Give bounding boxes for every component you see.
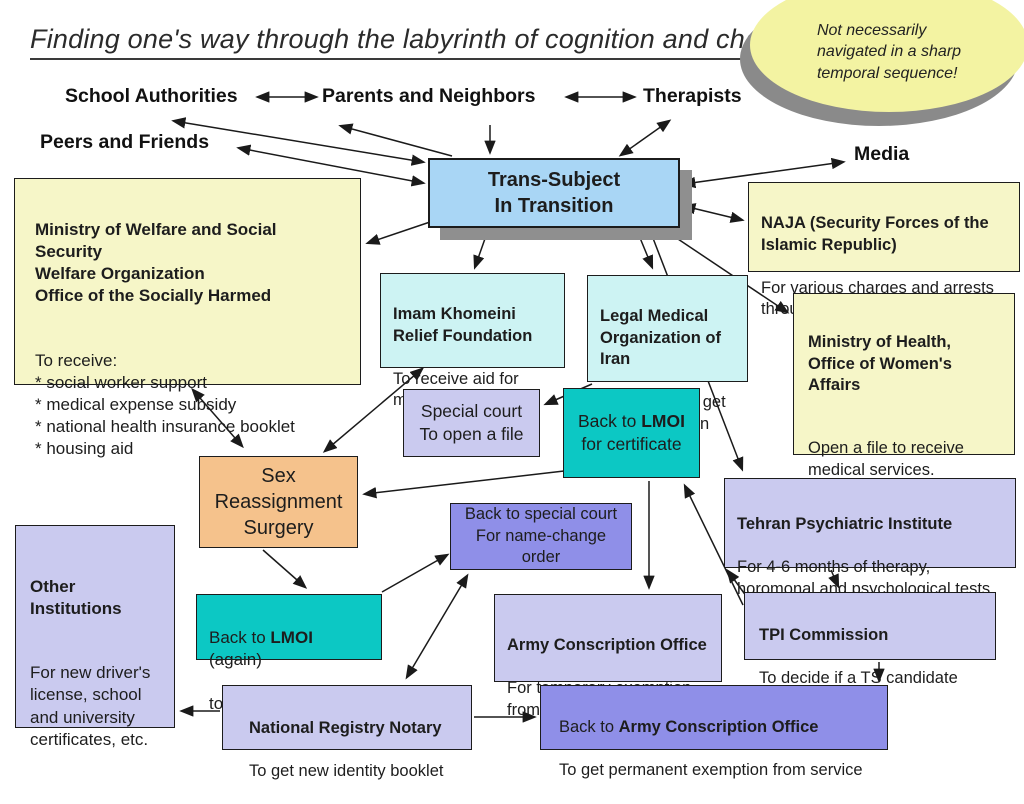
node-back-lmoi-again: Back to LMOI (again) to get confirmation bbox=[196, 594, 382, 713]
node-special-court-label: Special court To open a file bbox=[419, 401, 524, 444]
arrow bbox=[683, 483, 744, 606]
arrow bbox=[338, 123, 453, 157]
node-tpi-commission-title: TPI Commission bbox=[759, 626, 889, 645]
arrow bbox=[473, 232, 488, 270]
node-national-registry-notary: National Registry Notary To get new iden… bbox=[222, 685, 472, 780]
node-sex-reassignment-surgery: Sex Reassignment Surgery bbox=[199, 456, 358, 548]
arrow bbox=[365, 221, 431, 245]
arrow bbox=[681, 203, 745, 223]
node-ministry-welfare-title: Ministry of Welfare and Social Security … bbox=[35, 220, 277, 306]
node-back-lmoi-again-line1: Back to LMOI (again) bbox=[209, 628, 313, 670]
node-nrn-title: National Registry Notary bbox=[249, 719, 442, 738]
node-other-institutions-body: For new driver's license, school and uni… bbox=[30, 663, 151, 749]
arrow bbox=[668, 232, 790, 314]
page-title: Finding one's way through the labyrinth … bbox=[30, 24, 806, 60]
node-moh-title: Ministry of Health, Office of Women's Af… bbox=[808, 333, 952, 395]
node-naja: NAJA (Security Forces of the Islamic Rep… bbox=[748, 182, 1020, 318]
node-back-special-court: Back to special court For name-change or… bbox=[450, 503, 632, 570]
node-legal-medical-org: Legal Medical Organization of Iran Open … bbox=[587, 275, 748, 433]
node-back-special-court-label: Back to special court For name-change or… bbox=[464, 505, 618, 567]
arrow bbox=[262, 549, 308, 589]
label-parents-neighbors: Parents and Neighbors bbox=[322, 85, 536, 107]
arrow bbox=[362, 470, 565, 499]
arrow bbox=[681, 157, 846, 189]
node-trans-subject-label: Trans-Subject In Transition bbox=[487, 169, 621, 217]
node-trans-subject: Trans-Subject In Transition bbox=[428, 158, 680, 228]
label-school-authorities: School Authorities bbox=[65, 85, 238, 107]
node-naja-title: NAJA (Security Forces of the Islamic Rep… bbox=[761, 214, 989, 254]
node-ministry-welfare-body: To receive: * social worker support * me… bbox=[35, 350, 295, 458]
node-ikrf-title: Imam Khomeini Relief Foundation bbox=[393, 305, 533, 345]
diagram-canvas: Finding one's way through the labyrinth … bbox=[14, 0, 1024, 780]
node-army-conscription-office: Army Conscription Office For temporary e… bbox=[494, 594, 722, 719]
arrow bbox=[322, 367, 425, 453]
node-srs-label: Sex Reassignment Surgery bbox=[214, 465, 343, 539]
node-back-army-conscription: Back to Army Conscription Office To get … bbox=[540, 685, 888, 779]
note-bubble: Not necessarily navigated in a sharp tem… bbox=[750, 0, 1024, 112]
node-tpi-commission: TPI Commission To decide if a TS candida… bbox=[744, 592, 996, 687]
node-nrn-body: To get new identity booklet bbox=[249, 762, 444, 781]
arrow bbox=[828, 569, 840, 589]
node-ministry-welfare: Ministry of Welfare and Social Security … bbox=[14, 178, 361, 458]
label-media: Media bbox=[854, 143, 910, 165]
node-aco-title: Army Conscription Office bbox=[507, 636, 707, 655]
node-other-institutions: Other Institutions For new driver's lice… bbox=[15, 525, 175, 749]
label-therapists: Therapists bbox=[643, 85, 742, 107]
node-imam-khomeini-relief: Imam Khomeini Relief Foundation To recei… bbox=[380, 273, 565, 409]
note-bubble-text: Not necessarily navigated in a sharp tem… bbox=[816, 21, 962, 82]
arrow bbox=[236, 144, 426, 187]
node-back-lmoi-cert-line2: for certificate bbox=[581, 434, 682, 454]
arrow bbox=[381, 553, 450, 593]
arrow bbox=[171, 117, 426, 166]
node-lmo-title: Legal Medical Organization of Iran bbox=[600, 307, 721, 369]
node-ministry-health: Ministry of Health, Office of Women's Af… bbox=[793, 293, 1015, 500]
node-special-court: Special court To open a file bbox=[403, 389, 540, 457]
node-baco-line2: To get permanent exemption from service bbox=[559, 761, 863, 780]
label-peers-friends: Peers and Friends bbox=[40, 131, 210, 153]
node-tpi-commission-body: To decide if a TS candidate bbox=[759, 669, 958, 688]
arrow bbox=[405, 573, 469, 680]
arrow bbox=[637, 232, 654, 270]
node-back-lmoi-certificate: Back to LMOI for certificate bbox=[563, 388, 700, 478]
arrow bbox=[618, 119, 672, 157]
node-other-institutions-title: Other Institutions bbox=[30, 577, 122, 619]
note-bubble-shape: Not necessarily navigated in a sharp tem… bbox=[750, 0, 1024, 112]
node-tpi-title: Tehran Psychiatric Institute bbox=[737, 515, 953, 534]
node-baco-line1: Back to Army Conscription Office bbox=[559, 718, 819, 737]
node-back-lmoi-cert-line1: Back to LMOI bbox=[578, 411, 685, 432]
node-tehran-psychiatric-institute: Tehran Psychiatric Institute For 4-6 mon… bbox=[724, 478, 1016, 598]
arrow bbox=[191, 387, 244, 449]
